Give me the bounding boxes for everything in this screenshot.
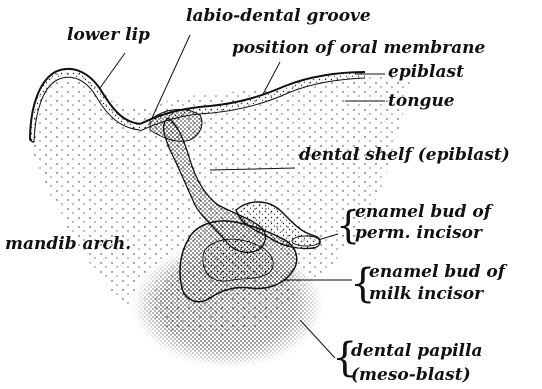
label-mandib-arch: mandib arch. [5,235,131,253]
label-labio-dental-groove: labio-dental groove [186,7,371,25]
label-tongue: tongue [388,92,455,110]
label-enamel-bud-perm-1: enamel bud of [355,203,491,221]
label-enamel-bud-milk-1: enamel bud of [369,263,505,281]
label-dental-papilla-2: (meso-blast) [351,366,471,384]
label-position-of-oral-membrane: position of oral membrane [232,39,485,57]
label-enamel-bud-perm-2: perm. incisor [355,224,482,242]
label-dental-papilla-1: dental papilla [351,342,482,360]
label-dental-shelf: dental shelf (epiblast) [299,146,510,164]
label-epiblast: epiblast [388,63,464,81]
label-lower-lip: lower lip [67,26,150,44]
label-enamel-bud-milk-2: milk incisor [369,285,483,303]
